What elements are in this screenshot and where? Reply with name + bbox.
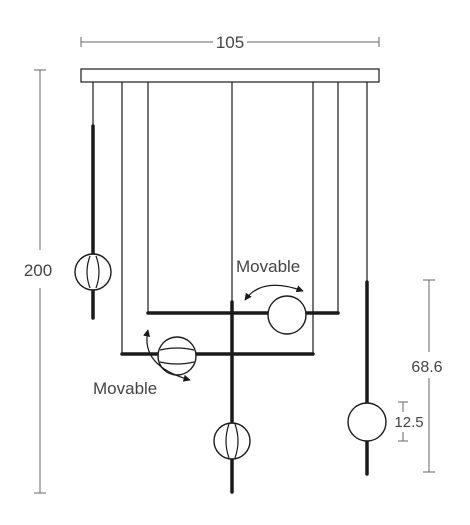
suspension-wires [92, 82, 368, 354]
globe-diameter-label: 12.5 [394, 414, 423, 431]
movable-annotation-upper: Movable [236, 257, 304, 301]
rod-height-dimension: 68.6 [411, 279, 443, 473]
rod-height-label: 68.6 [411, 359, 442, 376]
width-label: 105 [216, 33, 244, 52]
upper-arm-globe [267, 295, 307, 335]
left-globe [74, 253, 112, 291]
ceiling-canopy [80, 68, 380, 83]
right-pendant [347, 280, 387, 476]
central-rod-globe [213, 422, 251, 460]
movable-label-upper: Movable [236, 257, 300, 276]
width-dimension: 105 [80, 33, 380, 52]
movable-annotation-lower: Movable [93, 329, 191, 398]
right-globe [347, 402, 387, 442]
globe-diameter-dimension: 12.5 [394, 401, 424, 442]
height-label: 200 [24, 261, 52, 280]
left-pendant [74, 124, 112, 320]
movable-label-lower: Movable [93, 379, 157, 398]
height-dimension: 200 [24, 69, 52, 494]
